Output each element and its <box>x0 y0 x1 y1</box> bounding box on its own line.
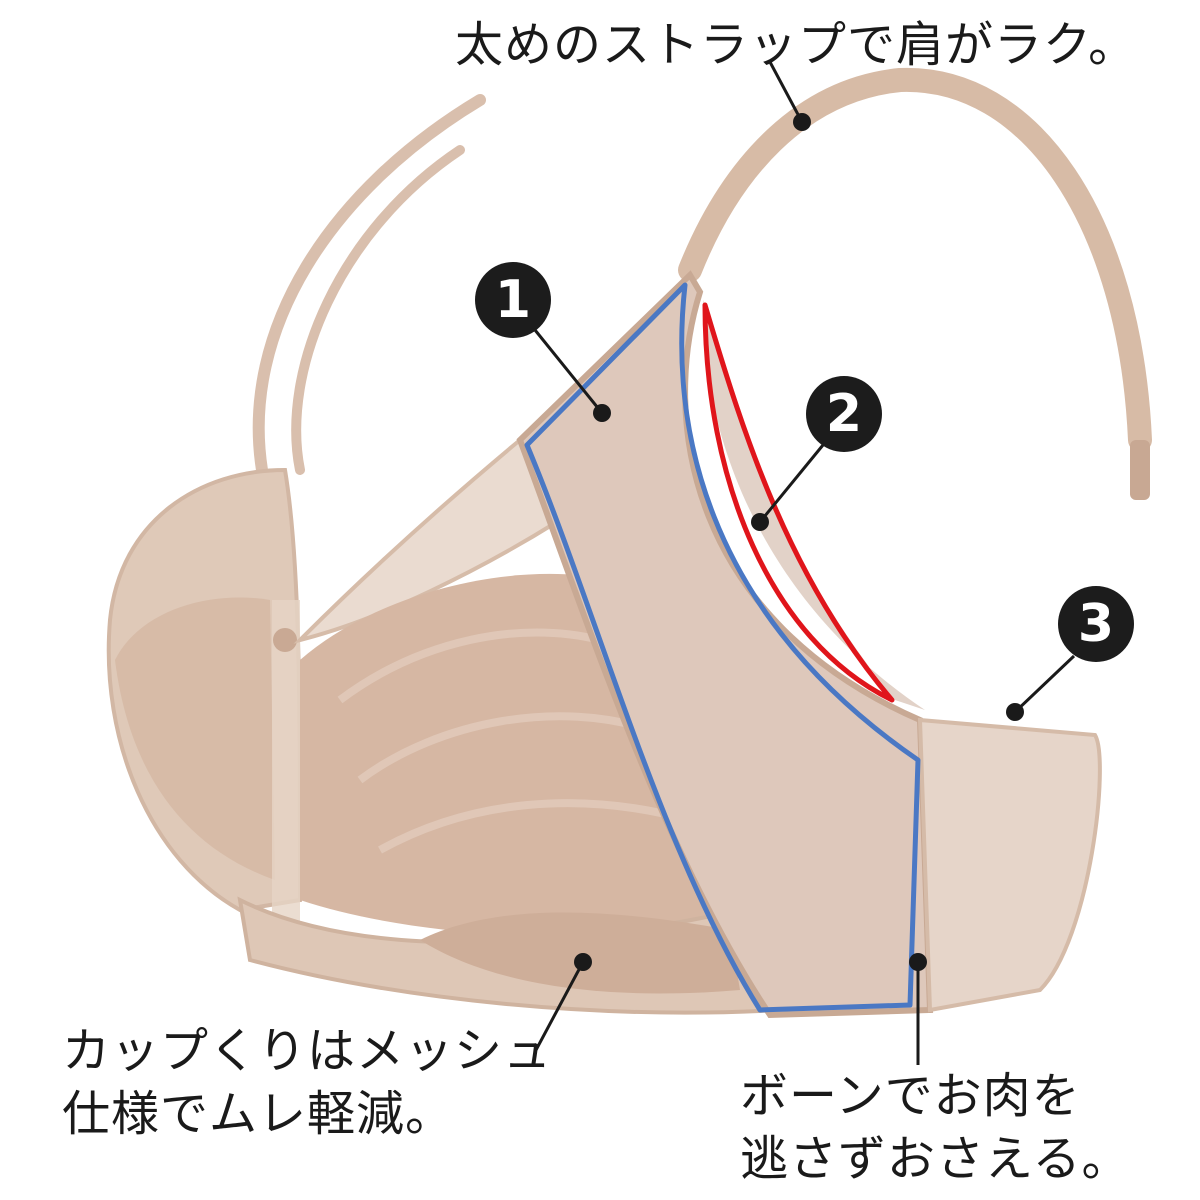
center-gore <box>272 600 300 930</box>
leader-mesh <box>534 961 585 1051</box>
leader-1 <box>533 329 604 414</box>
mesh-cup-base <box>420 912 740 994</box>
number-badge-1: 1 <box>475 262 551 338</box>
bone-caption-line-2: 逃さずおさえる。 <box>740 1131 1131 1188</box>
strap-caption-text: 太めのストラップで肩がラク。 <box>455 17 1138 73</box>
mesh-caption: カップくりはメッシュ 仕様でムレ軽減。 <box>62 1020 552 1147</box>
mesh-caption-line-1: カップくりはメッシュ <box>62 1023 553 1079</box>
center-bow <box>273 628 297 652</box>
bone-caption: ボーンでお肉を 逃さずおさえる。 <box>740 1065 1131 1192</box>
left-strap <box>252 94 486 476</box>
strap-caption: 太めのストラップで肩がラク。 <box>455 14 1137 77</box>
left-cup-lace <box>115 597 275 880</box>
number-badge-3: 3 <box>1058 586 1134 662</box>
net-outline-red <box>702 302 895 703</box>
mesh-caption-line-2: 仕様でムレ軽減。 <box>62 1086 455 1143</box>
back-wing <box>917 717 1102 1013</box>
strap-adjuster <box>1130 440 1150 500</box>
leader-3 <box>1013 654 1076 714</box>
panel-outline-blue <box>524 282 921 1013</box>
bone-caption-line-1: ボーンでお肉を <box>740 1068 1081 1124</box>
left-strap-inner <box>291 145 465 475</box>
leader-2 <box>758 444 825 523</box>
right-strap <box>678 67 1152 452</box>
leader-strap <box>768 61 804 123</box>
number-badge-2: 2 <box>806 376 882 452</box>
